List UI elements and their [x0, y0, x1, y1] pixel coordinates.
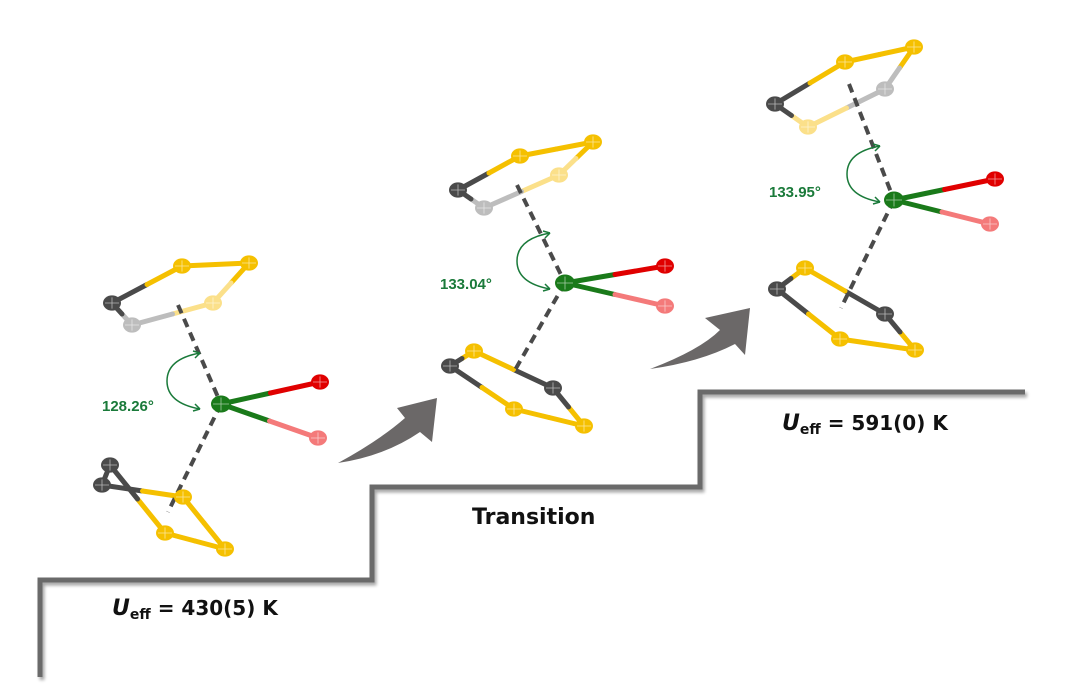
arrowhead-icon: [192, 403, 201, 412]
centroid-bond: [166, 403, 223, 513]
transition-arrow-1: [338, 398, 437, 463]
atom-highlight: [213, 397, 229, 411]
atom-highlight: [158, 527, 172, 539]
atom-highlight: [105, 297, 119, 309]
atom-highlight: [658, 300, 672, 312]
atom-highlight: [513, 150, 527, 162]
atom-highlight: [242, 257, 256, 269]
transition-arrow-2: [650, 308, 750, 369]
atom-highlight: [577, 420, 591, 432]
energy-staircase: [37, 389, 1025, 677]
atom-highlight: [552, 169, 566, 181]
ueff-symbol: U: [112, 596, 130, 621]
atom-highlight: [218, 543, 232, 555]
angle-arc-icon: [516, 232, 551, 290]
angle-arc-icon: [166, 352, 201, 410]
atom-highlight: [878, 308, 892, 320]
atom-highlight: [658, 260, 672, 272]
atom-highlight: [451, 184, 465, 196]
centroid-bond: [839, 199, 896, 309]
ueff-subscript: eff: [129, 607, 151, 623]
ueff-value-low: = 430(5) K: [157, 596, 278, 620]
arrowhead-icon: [542, 283, 551, 292]
bend-angle-label-transition: 133.04°: [440, 276, 492, 293]
molecule-structure-high: [766, 39, 1004, 358]
ueff-label-high: Ueff = 591(0) K: [782, 411, 948, 438]
arrowhead-icon: [192, 350, 201, 359]
atom-highlight: [467, 345, 481, 357]
atom-highlight: [798, 262, 812, 274]
ueff-label-low: Ueff = 430(5) K: [112, 596, 278, 623]
atom-highlight: [175, 260, 189, 272]
atom-highlight: [477, 202, 491, 214]
arrowhead-icon: [872, 143, 881, 152]
atom-highlight: [833, 333, 847, 345]
bend-angle-label-high: 133.95°: [769, 184, 821, 201]
angle-arc-icon: [846, 145, 881, 203]
arrowhead-icon: [872, 196, 881, 205]
atom-highlight: [801, 121, 815, 133]
atom-highlight: [557, 276, 573, 290]
atom-highlight: [988, 173, 1002, 185]
atom-highlight: [546, 382, 560, 394]
atom-highlight: [770, 283, 784, 295]
centroid-bond: [513, 282, 567, 371]
ueff-value-high: = 591(0) K: [827, 411, 948, 435]
atom-highlight: [886, 193, 902, 207]
centroid-bond: [847, 83, 896, 201]
atom-highlight: [907, 41, 921, 53]
ueff-symbol: U: [782, 411, 800, 436]
atom-highlight: [176, 491, 190, 503]
atom-highlight: [313, 376, 327, 388]
atom-highlight: [311, 432, 325, 444]
atom-highlight: [125, 319, 139, 331]
bend-angle-label-low: 128.26°: [102, 398, 154, 415]
atom-highlight: [908, 344, 922, 356]
atom-highlight: [878, 83, 892, 95]
atom-highlight: [586, 136, 600, 148]
atom-highlight: [838, 56, 852, 68]
atom-highlight: [206, 297, 220, 309]
transition-label: Transition: [472, 505, 596, 530]
atom-highlight: [443, 360, 457, 372]
atom-highlight: [95, 479, 109, 491]
molecule-structure-transition: [441, 134, 674, 434]
atom-highlight: [768, 98, 782, 110]
molecule-structure-low: [93, 255, 329, 557]
arrowhead-icon: [542, 230, 551, 239]
centroid-bond: [515, 184, 567, 284]
atom-highlight: [507, 403, 521, 415]
ueff-subscript: eff: [799, 422, 821, 438]
atom-highlight: [983, 218, 997, 230]
atom-highlight: [103, 459, 117, 471]
